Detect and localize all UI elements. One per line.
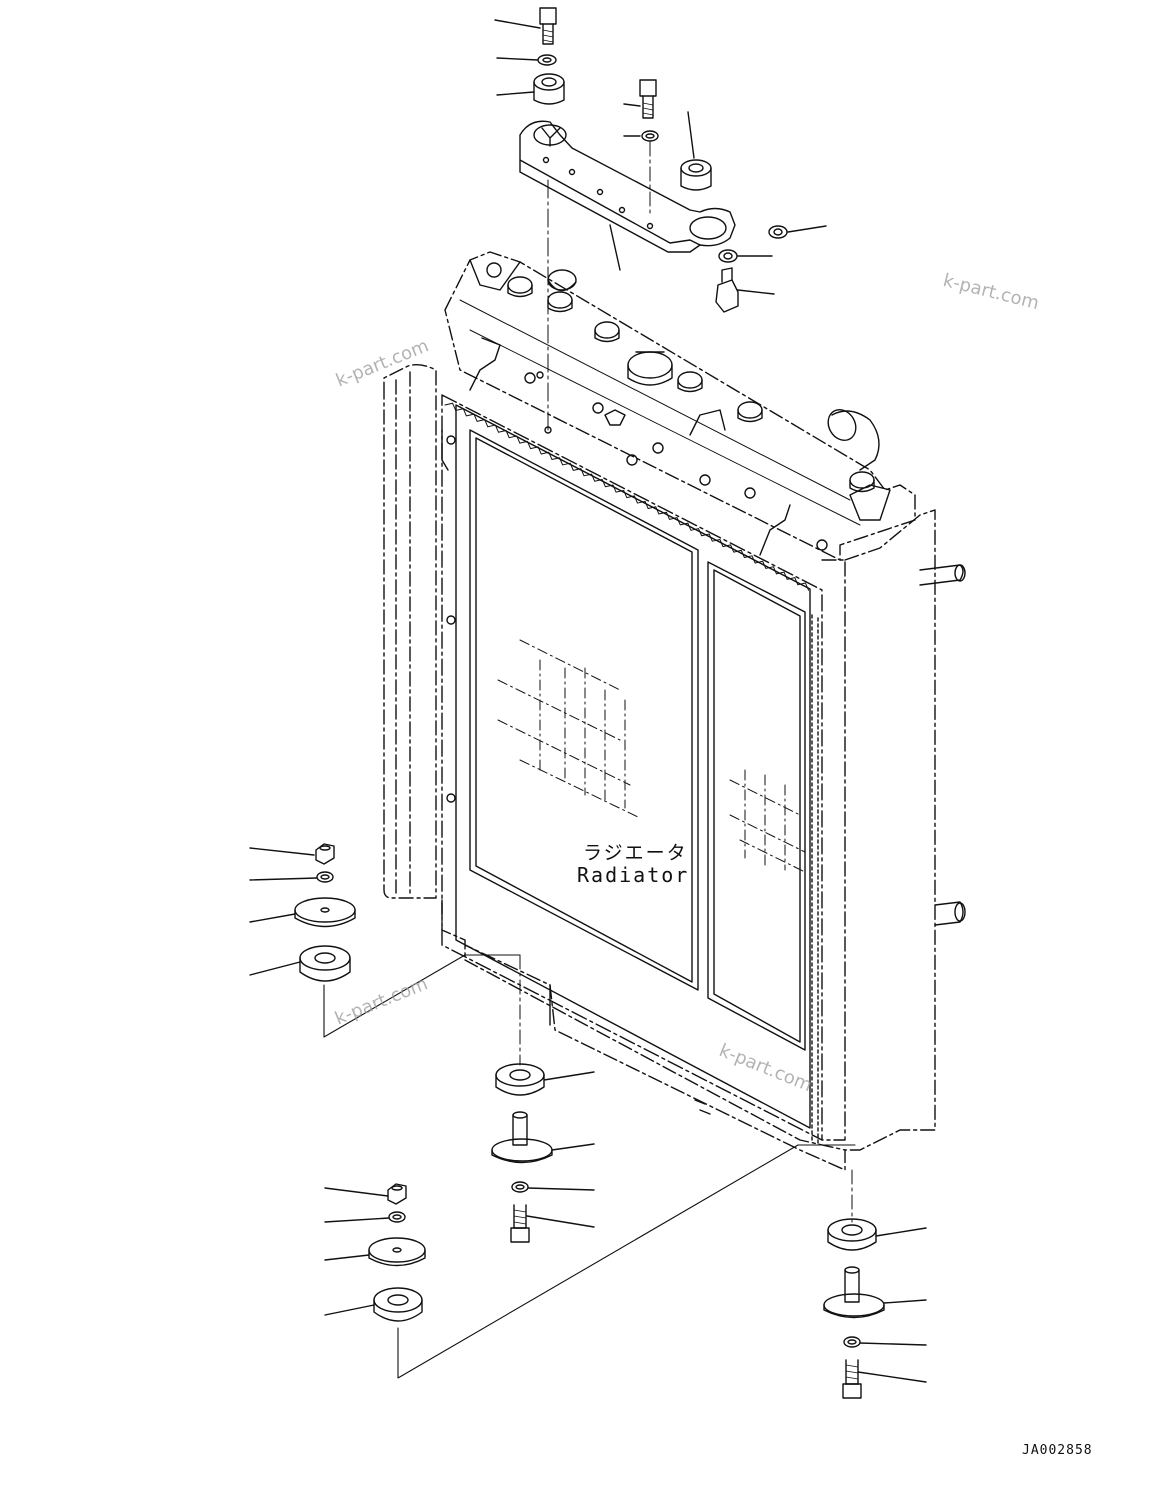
rubber-mount-center-1	[495, 1063, 545, 1096]
rubber-mount-top-2	[680, 159, 712, 191]
bottom-center-hardware	[491, 954, 595, 1243]
stud-plate-center	[491, 1111, 553, 1164]
nut-left-2	[387, 1183, 407, 1205]
nut-left-1	[315, 843, 335, 865]
radiator-cap	[627, 351, 673, 386]
bolt-right	[715, 267, 739, 313]
radiator-core-left	[469, 429, 699, 991]
bolt-right-bottom	[842, 1359, 862, 1399]
washer-right-bottom	[843, 1336, 861, 1348]
washer-center	[511, 1181, 529, 1193]
top-bracket	[519, 120, 736, 247]
rubber-mount-right-1	[827, 1218, 877, 1251]
outlet-pipe-lower	[934, 901, 964, 926]
plate-left-2	[368, 1237, 426, 1267]
top-tank-bolts	[507, 276, 875, 551]
bolt-top-2	[639, 79, 657, 119]
assembly-line-left	[323, 954, 521, 1038]
washer-left-1	[316, 871, 334, 883]
washer-right-1	[768, 225, 788, 239]
bolt-top-1	[539, 7, 557, 45]
radiator-core-right	[707, 561, 806, 1051]
rubber-mount-left-1	[299, 945, 351, 982]
radiator-assembly	[383, 179, 966, 1171]
assembly-line-left-2	[397, 1144, 856, 1379]
washer-top-2	[641, 130, 659, 142]
drawing-id: JA002858	[1022, 1443, 1093, 1458]
inlet-pipe-right	[827, 408, 880, 471]
radiator-bottom-tank	[441, 899, 846, 1171]
radiator-right-tank	[821, 559, 846, 1141]
part-name-japanese: ラジエータ	[583, 842, 688, 864]
washer-left-2	[388, 1211, 406, 1223]
top-bracket-assembly	[494, 7, 827, 313]
core-fin-strip	[444, 402, 810, 591]
bottom-right-hardware	[823, 1169, 927, 1399]
washer-right-2	[718, 249, 738, 263]
stud-plate-right	[823, 1266, 885, 1319]
radiator-top-tank	[444, 251, 916, 561]
bottom-left-hardware	[249, 843, 856, 1379]
rubber-mount-top-1	[533, 73, 565, 105]
bolt-center	[510, 1204, 530, 1243]
radiator-left-tank	[383, 363, 437, 899]
top-mount-boss-left	[486, 262, 502, 278]
rubber-mount-left-2	[373, 1287, 423, 1322]
core-grid-right	[729, 769, 806, 873]
plate-left-1	[294, 897, 356, 928]
part-name-english: Radiator	[577, 863, 690, 887]
washer-top-1	[537, 54, 557, 66]
core-grid-left	[497, 639, 641, 819]
